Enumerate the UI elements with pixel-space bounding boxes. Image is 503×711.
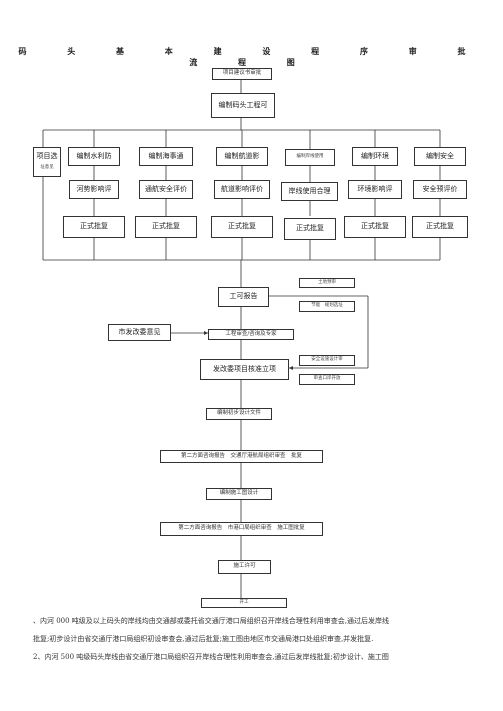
site-selection-label: 项目选 [36, 151, 58, 160]
safety-facility-box: 安全设施设计审 [299, 355, 355, 366]
site-selection-box: 项目选 址意见 [33, 147, 61, 177]
compile-channel-box: 编制航道影 [216, 147, 268, 166]
port-opening-box: 审查口岸开放 [299, 374, 355, 385]
compile-safety-box: 编制安全 [414, 147, 466, 166]
page-title: 码 头 基 本 建 设 程 序 审 批 流 程 图 [18, 46, 485, 67]
project-approval-box: 发改委项目核准立项 [200, 359, 289, 380]
compile-environment-box: 编制环境 [352, 147, 398, 166]
approval-box-4: 正式批复 [284, 218, 336, 240]
review-river-box: 河势影响评 [69, 180, 119, 199]
review-environment-box: 环境影响评 [348, 180, 402, 199]
site-selection-sub-label: 址意见 [40, 165, 54, 171]
note-line-1: 、内河 000 吨级及以上码头的岸线均由交通部或委托省交通厅港口局组织召开岸线合… [33, 617, 390, 625]
approval-box-6: 正式批复 [412, 216, 468, 238]
review-channel-box: 航道影响评价 [214, 180, 270, 199]
compile-maritime-box: 编制海事通 [139, 147, 193, 166]
review-shoreline-box: 岸线使用合理 [281, 182, 338, 201]
review-navigation-safety-box: 通航安全评价 [139, 180, 193, 199]
approval-box-5: 正式批复 [344, 216, 406, 238]
prelim-design-audit-box: 第二方面咨询报告 交通厅港航局组织审查 批复 [160, 450, 323, 463]
approval-box-2: 正式批复 [135, 216, 197, 238]
expert-review-box: 工程审查/咨询及专家 [208, 329, 294, 340]
note-line-2: 批复;初步设计由省交通厅港口局组织初设审查会,通过后批复;施工图由地区市交通局港… [33, 635, 374, 643]
land-pre-review-box: 土地预审 [299, 278, 355, 288]
review-safety-box: 安全预评价 [413, 180, 467, 199]
feasibility-compile-box: 编制码头工程可 [211, 93, 275, 118]
construction-drawing-audit-box: 第二方面咨询报告 市港口局组织审查 施工图批复 [160, 522, 323, 536]
compile-water-box: 编制水利防 [68, 147, 120, 166]
note-line-3: 2、内河 500 吨级码头岸线由省交通厅港口局组织召开岸线合理性利用审查会,通过… [33, 653, 389, 661]
prelim-design-box: 编制初步设计文件 [206, 408, 272, 420]
feasibility-report-box: 工可报告 [218, 287, 269, 307]
energy-planning-box: 节能 规划选址 [299, 301, 355, 312]
construction-permit-box: 施工许可 [218, 560, 271, 574]
construction-start-box: 开工 [201, 598, 287, 608]
approval-box-3: 正式批复 [211, 216, 273, 238]
ndrc-opinion-box: 市发改委意见 [108, 324, 171, 341]
construction-drawing-box: 编制施工图设计 [206, 488, 272, 500]
approval-box-1: 正式批复 [63, 216, 125, 238]
project-proposal-box: 项目建议书审批 [212, 68, 272, 80]
compile-shoreline-box: 编制岸线使用 [285, 149, 335, 166]
